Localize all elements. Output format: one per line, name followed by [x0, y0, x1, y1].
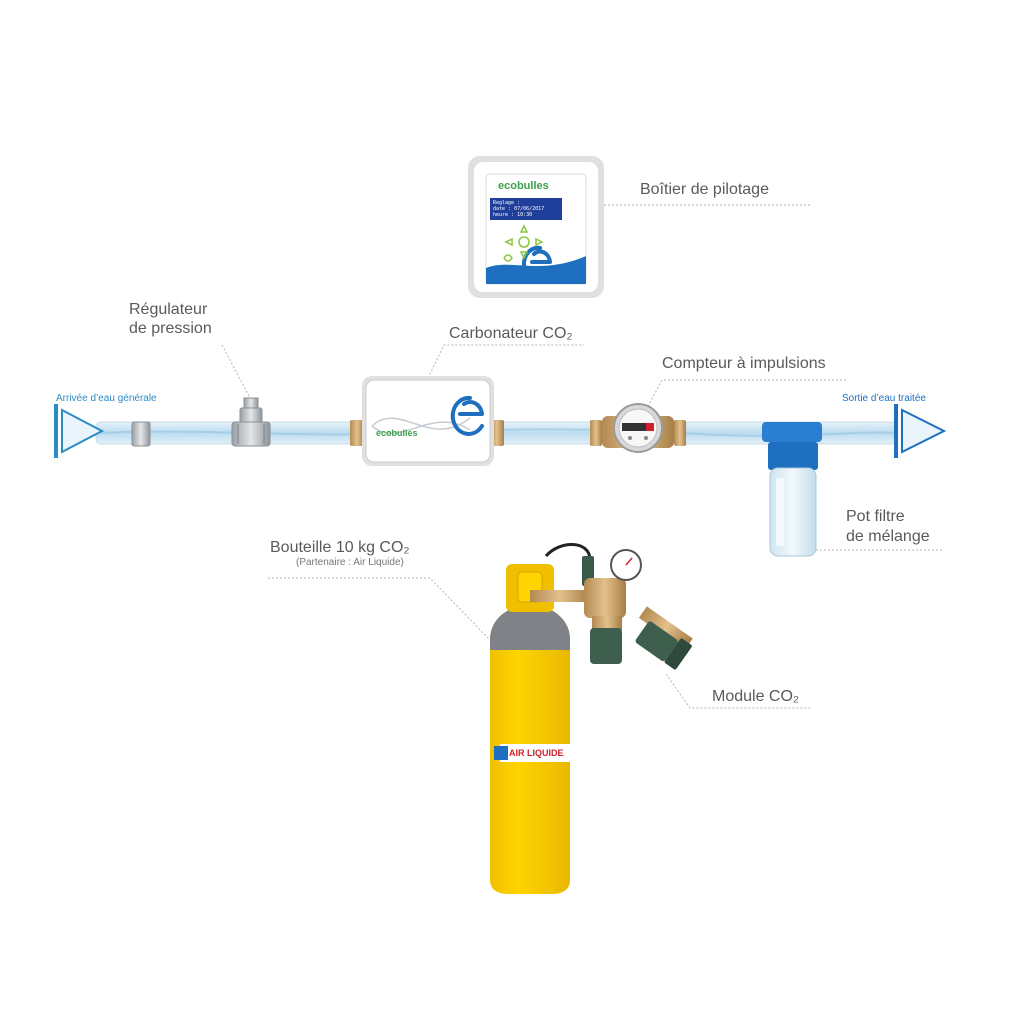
outlet-funnel-icon [894, 404, 947, 458]
inlet-funnel-icon [54, 404, 105, 458]
carbonator-brand: ecobulles [376, 428, 418, 438]
leader-meter [645, 379, 846, 411]
leader-bottle [268, 577, 491, 641]
pressure-regulator-icon [231, 397, 271, 447]
bottle-brand: AIR LIQUIDE [509, 748, 564, 758]
label-water-inlet: Arrivée d’eau générale [56, 393, 157, 404]
control-box-screen: Reglage : date : 07/06/2017 heure : 10:3… [493, 200, 544, 218]
pipe-fitting-icon [131, 421, 151, 447]
label-bottle-partner: (Partenaire : Air Liquide) [296, 557, 404, 568]
control-box-icon [468, 156, 604, 298]
co2-bottle-icon [490, 564, 572, 894]
carbonator-icon [350, 376, 504, 466]
label-filter-2: de mélange [846, 528, 930, 545]
leader-module [665, 673, 810, 709]
label-control-box: Boîtier de pilotage [640, 181, 769, 198]
label-filter-1: Pot filtre [846, 508, 905, 525]
leader-lines [221, 204, 942, 709]
screen-line-1: Reglage : [493, 200, 521, 206]
label-pressure-regulator-1: Régulateur [129, 301, 208, 318]
label-carbonator: Carbonateur CO₂ [449, 325, 573, 342]
control-box-brand: ecobulles [498, 180, 549, 192]
pulse-meter-icon [590, 403, 686, 453]
label-co2-module: Module CO₂ [712, 688, 800, 705]
label-pulse-meter: Compteur à impulsions [662, 355, 826, 372]
label-water-outlet: Sortie d’eau traitée [842, 393, 926, 404]
co2-module-icon [530, 543, 693, 670]
label-bottle: Bouteille 10 kg CO₂ [270, 539, 410, 556]
screen-line-2: date : 07/06/2017 [493, 206, 545, 212]
leader-carbonator [427, 344, 584, 379]
leader-regulator [221, 344, 251, 399]
screen-line-3: heure : 10:30 [493, 212, 533, 218]
label-pressure-regulator-2: de pression [129, 320, 212, 337]
filter-housing-icon [762, 422, 822, 557]
